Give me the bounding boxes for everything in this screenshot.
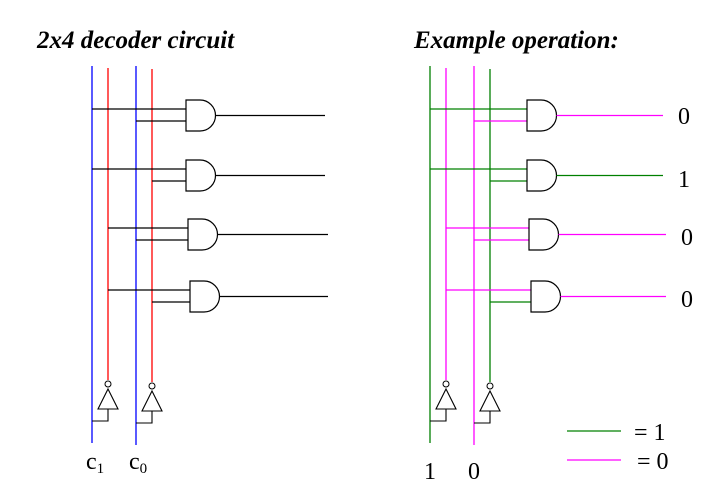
and-gate bbox=[526, 99, 558, 132]
output-value-3: 0 bbox=[681, 287, 693, 313]
left-decoder-circuit bbox=[91, 66, 328, 445]
inverter-input-wire bbox=[136, 411, 153, 424]
inverter-triangle bbox=[435, 387, 457, 410]
right-title: Example operation: bbox=[413, 27, 619, 54]
inverter-bubble bbox=[148, 382, 156, 390]
and-gate bbox=[189, 280, 221, 313]
and-gate bbox=[526, 159, 558, 192]
inverter-input-wire bbox=[430, 409, 447, 422]
inverter-bubble bbox=[104, 380, 112, 388]
output-value-1: 1 bbox=[678, 167, 690, 193]
and-gate bbox=[528, 218, 560, 251]
output-value-0: 0 bbox=[678, 104, 690, 130]
inverter-triangle bbox=[479, 389, 501, 412]
input-label-c1: c1 bbox=[86, 449, 104, 477]
legend: = 1 = 0 bbox=[567, 420, 669, 475]
and-gate bbox=[185, 99, 217, 132]
inverter-triangle bbox=[97, 387, 119, 410]
and-gate bbox=[187, 218, 219, 251]
example-decoder-circuit bbox=[429, 66, 666, 445]
left-title: 2x4 decoder circuit bbox=[36, 27, 235, 54]
input-value-c1: 1 bbox=[424, 459, 436, 485]
and-gate bbox=[530, 280, 562, 313]
inverter-input-wire bbox=[92, 409, 109, 422]
and-gate bbox=[185, 159, 217, 192]
legend-label-one: = 1 bbox=[634, 420, 666, 446]
inverter-input-wire bbox=[474, 411, 491, 424]
input-value-c0: 0 bbox=[468, 459, 480, 485]
inverter-bubble bbox=[442, 380, 450, 388]
output-value-2: 0 bbox=[681, 225, 693, 251]
inverter-bubble bbox=[486, 382, 494, 390]
legend-label-zero: = 0 bbox=[637, 449, 669, 475]
inverter-triangle bbox=[141, 389, 163, 412]
input-label-c0: c0 bbox=[129, 449, 147, 477]
